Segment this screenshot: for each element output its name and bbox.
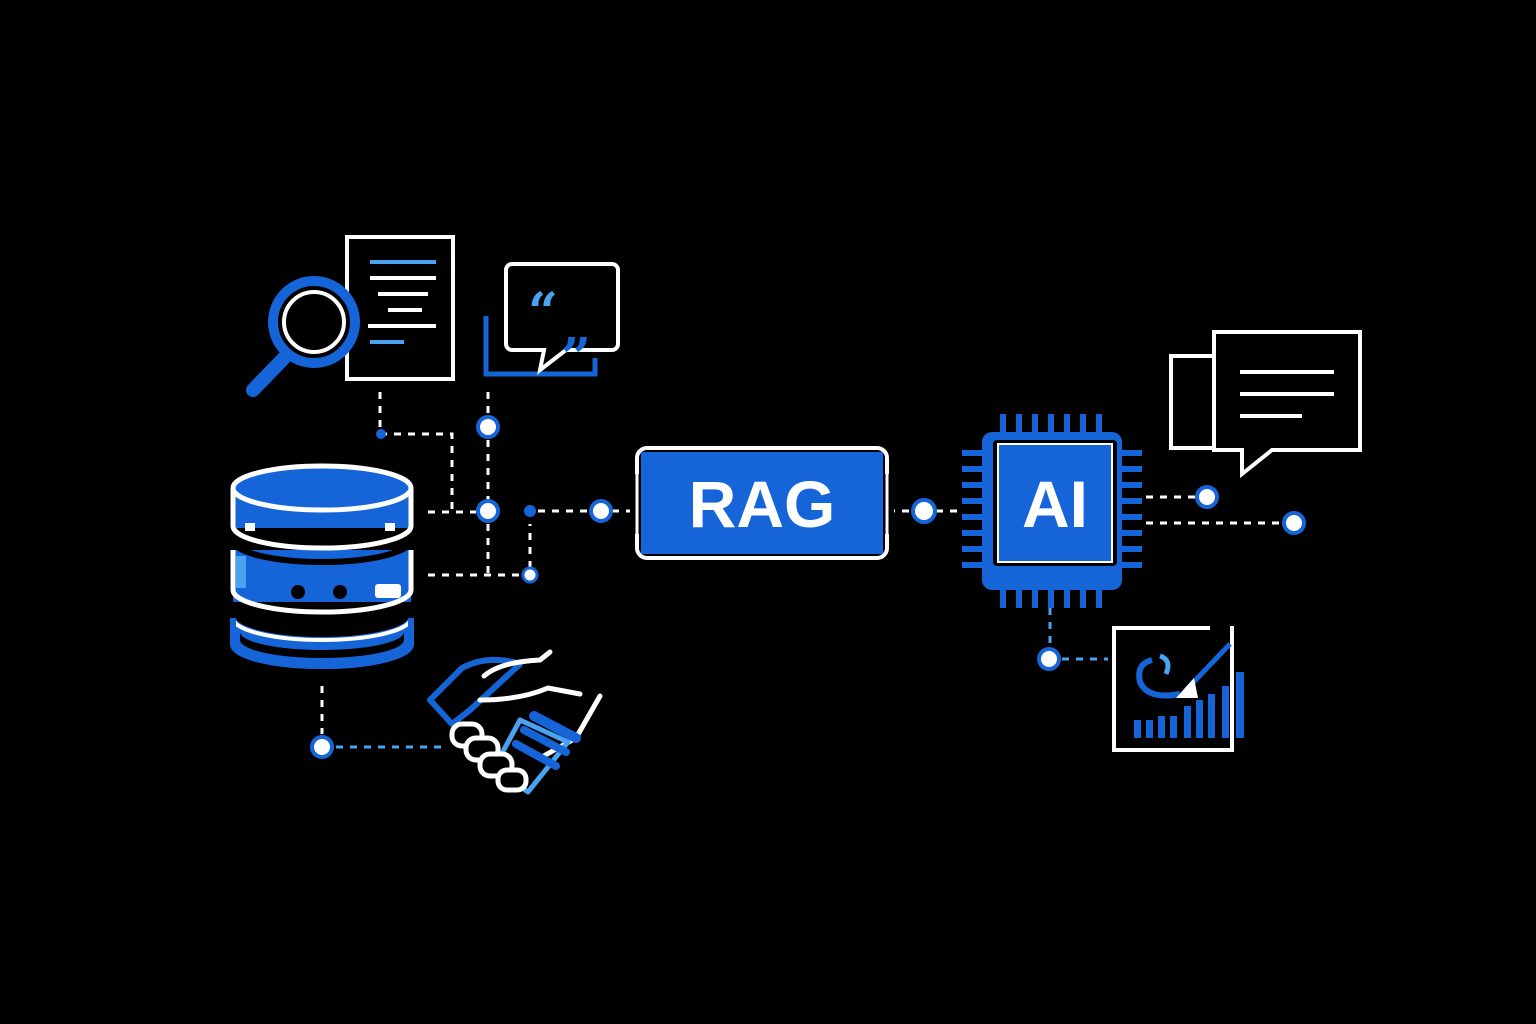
node-ring <box>1195 485 1219 509</box>
ai-chip-icon: AI <box>962 414 1142 608</box>
node-ring <box>476 499 500 523</box>
connector-lines <box>320 392 1282 749</box>
document-search-icon <box>246 235 455 397</box>
connector-nodes <box>310 415 1306 759</box>
rag-label: RAG <box>689 467 836 541</box>
svg-text:„: „ <box>562 297 592 358</box>
analytics-chart-icon <box>1112 626 1244 752</box>
node-dot <box>376 429 386 439</box>
node-ring <box>589 499 613 523</box>
node-ring <box>521 566 539 584</box>
node-ring <box>1037 647 1061 671</box>
handshake-icon <box>427 649 603 795</box>
svg-text:“: “ <box>528 282 558 343</box>
database-icon <box>230 463 414 669</box>
node-ring <box>911 498 937 524</box>
chat-bubbles-icon <box>1169 330 1362 479</box>
node-dot <box>524 505 536 517</box>
ai-label: AI <box>1022 467 1088 541</box>
node-ring <box>310 735 334 759</box>
node-ring <box>1282 511 1306 535</box>
rag-block: RAG <box>630 446 894 560</box>
node-ring <box>476 415 500 439</box>
quote-bubble-icon: “ „ <box>483 262 620 377</box>
